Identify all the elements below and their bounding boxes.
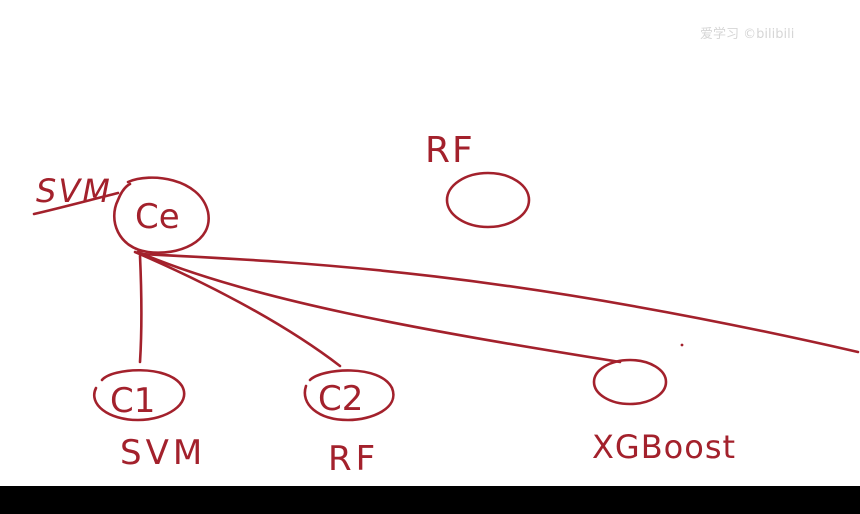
svm-underline: [32, 191, 120, 216]
bottom-black-bar: [0, 486, 860, 514]
stray-dot: [680, 343, 684, 347]
c1-node-circle: [93, 368, 186, 422]
rf-top-label: RF: [425, 130, 475, 171]
rf-node-circle: [445, 171, 531, 229]
svm-top-label: SVM: [36, 172, 112, 210]
edge-ce-c1: [138, 254, 143, 364]
rf-bottom-label: RF: [328, 439, 379, 479]
c2-node-label: C2: [318, 379, 363, 419]
edge-ce-c2: [133, 250, 342, 368]
edge-ce-xgboost: [136, 250, 622, 364]
diagram-svg: SVM Ce RF C1 C2 SVM RF XGBoost 爱学习 ©bili…: [32, 26, 860, 479]
ce-node-label: Ce: [135, 197, 180, 237]
edge-ce-offscreen: [138, 252, 860, 354]
xgboost-bottom-label: XGBoost: [592, 428, 736, 466]
watermark: 爱学习 ©bilibili: [700, 26, 794, 42]
xgboost-node-circle: [592, 358, 668, 406]
ce-node-circle: [113, 176, 210, 254]
c2-node-circle: [303, 369, 395, 422]
c1-node-label: C1: [110, 381, 155, 421]
svm-bottom-label: SVM: [120, 433, 206, 473]
